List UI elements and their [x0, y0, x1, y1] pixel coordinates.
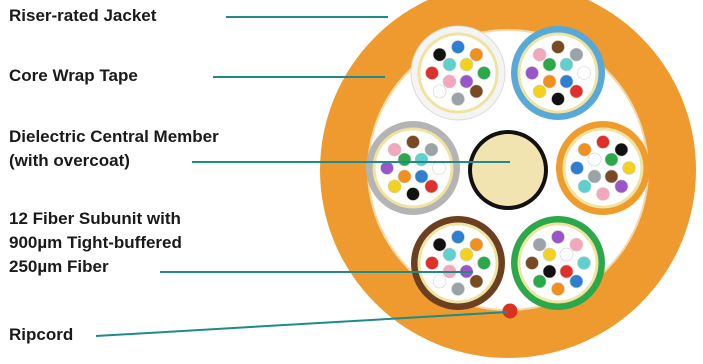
- fiber-brown: [551, 40, 565, 54]
- label-fiber-subunit: 12 Fiber Subunit with 900µm Tight-buffer…: [9, 209, 182, 276]
- fiber-brown: [469, 274, 484, 289]
- cable-cross-section: [320, 0, 696, 358]
- fiber-black: [614, 142, 629, 157]
- fiber-yellow: [542, 247, 557, 262]
- fiber-orange: [551, 282, 565, 296]
- fiber-aqua: [577, 256, 591, 270]
- fiber-blue: [414, 169, 429, 184]
- fiber-orange: [577, 142, 592, 157]
- fiber-black: [432, 237, 447, 252]
- fiber-rose: [569, 237, 584, 252]
- fiber-slate: [532, 237, 547, 252]
- fiber-orange: [469, 47, 484, 62]
- fiber-white: [432, 161, 446, 175]
- fiber-rose: [532, 47, 547, 62]
- fiber-red: [425, 256, 439, 270]
- fiber-blue: [451, 230, 465, 244]
- label-core-wrap-tape: Core Wrap Tape: [9, 66, 138, 85]
- fiber-white: [432, 84, 447, 99]
- fiber-rose: [387, 142, 402, 157]
- fiber-subunits: [366, 25, 650, 310]
- fiber-slate: [451, 92, 465, 106]
- fiber-green: [604, 152, 619, 167]
- fiber-brown: [406, 135, 420, 149]
- fiber-green: [477, 66, 491, 80]
- fiber-aqua: [442, 247, 457, 262]
- leader-line-ripcord: [95, 311, 509, 337]
- fiber-red: [424, 179, 439, 194]
- fiber-yellow: [532, 84, 547, 99]
- fiber-violet: [614, 179, 629, 194]
- fiber-red: [596, 135, 610, 149]
- fiber-red: [569, 84, 584, 99]
- fiber-orange: [397, 169, 412, 184]
- fiber-white: [587, 152, 602, 167]
- fiber-subunit-white: [410, 25, 506, 121]
- fiber-black: [432, 47, 447, 62]
- fiber-blue: [570, 161, 584, 175]
- fiber-green: [532, 274, 547, 289]
- fiber-yellow: [459, 247, 474, 262]
- fiber-blue: [559, 74, 574, 89]
- fiber-slate: [424, 142, 439, 157]
- fiber-rose: [442, 74, 457, 89]
- fiber-red: [425, 66, 439, 80]
- fiber-subunit-brown: [411, 216, 505, 310]
- fiber-subunit-gray: [366, 121, 460, 215]
- fiber-green: [477, 256, 491, 270]
- dielectric-central-member: [472, 134, 544, 206]
- fiber-yellow: [459, 57, 474, 72]
- leader-lines: [95, 16, 510, 337]
- fiber-subunit-green: [511, 216, 605, 310]
- fiber-violet: [380, 161, 394, 175]
- fiber-black: [542, 264, 557, 279]
- fiber-green: [397, 152, 412, 167]
- fiber-violet: [525, 66, 539, 80]
- fiber-green: [542, 57, 557, 72]
- fiber-brown: [604, 169, 619, 184]
- fiber-brown: [469, 84, 484, 99]
- fiber-black: [406, 187, 420, 201]
- fiber-violet: [459, 74, 474, 89]
- fiber-subunit-blue: [511, 26, 605, 120]
- fiber-slate: [451, 282, 465, 296]
- label-dielectric-central-member: Dielectric Central Member (with overcoat…: [9, 127, 219, 170]
- label-riser-rated-jacket: Riser-rated Jacket: [9, 6, 157, 25]
- fiber-orange: [469, 237, 484, 252]
- fiber-aqua: [442, 57, 457, 72]
- fiber-rose: [596, 187, 610, 201]
- fiber-white: [432, 274, 447, 289]
- fiber-yellow: [622, 161, 636, 175]
- fiber-black: [551, 92, 565, 106]
- label-ripcord: Ripcord: [9, 325, 74, 344]
- fiber-aqua: [414, 152, 429, 167]
- fiber-slate: [569, 47, 584, 62]
- fiber-brown: [525, 256, 539, 270]
- fiber-violet: [551, 230, 565, 244]
- fiber-orange: [542, 74, 557, 89]
- fiber-subunit-orange: [556, 121, 650, 215]
- fiber-slate: [587, 169, 602, 184]
- fiber-blue: [451, 40, 465, 54]
- ripcord: [502, 303, 518, 319]
- fiber-aqua: [577, 179, 592, 194]
- fiber-yellow: [387, 179, 402, 194]
- fiber-aqua: [559, 57, 574, 72]
- fiber-red: [559, 264, 574, 279]
- fiber-white: [577, 66, 591, 80]
- fiber-blue: [569, 274, 584, 289]
- fiber-white: [559, 247, 574, 262]
